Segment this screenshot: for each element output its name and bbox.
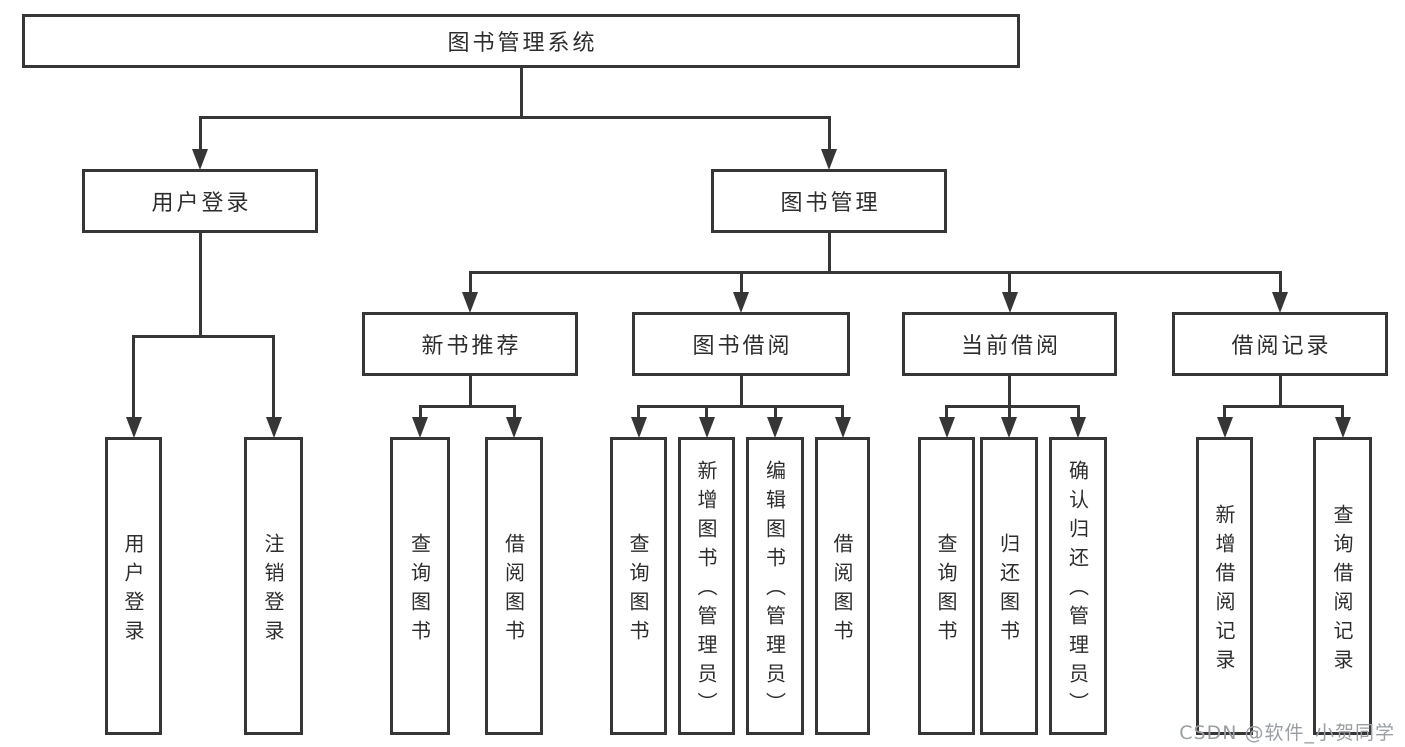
node-label-leaf-return-book: 归还图书 (996, 532, 1021, 649)
connector-line-vertical (841, 406, 844, 424)
node-label-leaf-query-book-3: 查询图书 (934, 532, 958, 649)
arrow-down-icon (1001, 292, 1018, 313)
arrow-down-icon (462, 292, 478, 313)
node-leaf-query-book-1: 查询图书 (390, 437, 450, 735)
node-leaf-query-book-2: 查询图书 (610, 437, 667, 735)
connector-line-horizontal (418, 404, 516, 408)
connector-line-vertical (1223, 406, 1226, 424)
arrow-down-icon (265, 417, 282, 438)
node-current-borrow: 当前借阅 (902, 312, 1117, 376)
node-label-leaf-query-record: 查询借阅记录 (1330, 503, 1354, 678)
node-leaf-borrow-book-1: 借阅图书 (485, 437, 543, 735)
node-label-leaf-borrow-book-1: 借阅图书 (501, 532, 526, 649)
arrow-down-icon (1070, 417, 1086, 438)
connector-line-vertical (705, 406, 708, 424)
connector-line-vertical (1341, 406, 1344, 424)
connector-line-horizontal (132, 334, 275, 338)
arrow-down-icon (1272, 292, 1288, 313)
connector-line-vertical (1278, 272, 1282, 299)
connector-line-vertical (132, 336, 135, 424)
node-label-leaf-add-record: 新增借阅记录 (1212, 503, 1236, 678)
node-leaf-add-record: 新增借阅记录 (1196, 437, 1253, 735)
connector-line-vertical (739, 272, 743, 299)
arrow-down-icon (733, 292, 749, 313)
connector-line-vertical (773, 406, 777, 424)
node-leaf-query-book-3: 查询图书 (918, 437, 975, 735)
node-label-root: 图书管理系统 (447, 31, 598, 56)
node-label-borrow-records: 借阅记录 (1231, 334, 1332, 359)
node-label-leaf-edit-book: 编辑图书（管理员） (762, 460, 787, 721)
arrow-down-icon (1334, 417, 1351, 438)
connector-line-vertical (1007, 406, 1011, 424)
watermark-text: CSDN @软件_小贺同学 (1179, 722, 1395, 744)
node-label-current-borrow: 当前借阅 (960, 334, 1061, 359)
node-user-login: 用户登录 (82, 169, 318, 233)
node-label-leaf-logout: 注销登录 (261, 532, 285, 649)
arrow-down-icon (192, 149, 208, 170)
connector-line-horizontal (468, 270, 1282, 274)
arrow-down-icon (767, 417, 783, 438)
connector-line-vertical (468, 272, 472, 299)
arrow-down-icon (938, 417, 955, 438)
node-leaf-confirm-return: 确认归还（管理员） (1049, 437, 1107, 735)
connector-line-horizontal (637, 404, 844, 408)
connector-line-vertical (468, 375, 472, 406)
node-borrow-records: 借阅记录 (1172, 312, 1388, 376)
connector-line-vertical (1076, 406, 1080, 424)
node-leaf-return-book: 归还图书 (980, 437, 1038, 735)
node-label-new-book-rec: 新书推荐 (421, 334, 522, 359)
node-leaf-logout: 注销登录 (244, 437, 303, 735)
node-root: 图书管理系统 (22, 14, 1020, 68)
connector-line-horizontal (198, 115, 831, 119)
node-label-book-mgmt: 图书管理 (780, 191, 881, 216)
arrow-down-icon (125, 417, 142, 438)
arrow-down-icon (412, 417, 428, 438)
connector-line-vertical (1008, 272, 1011, 299)
arrow-down-icon (1216, 417, 1233, 438)
connector-line-vertical (739, 375, 743, 406)
connector-line-horizontal (945, 404, 1080, 408)
arrow-down-icon (834, 417, 851, 438)
node-label-leaf-query-book-2: 查询图书 (626, 532, 650, 649)
connector-line-vertical (637, 406, 640, 424)
arrow-down-icon (506, 417, 522, 438)
arrow-down-icon (698, 417, 715, 438)
connector-line-vertical (1278, 375, 1282, 406)
connector-line-vertical (512, 406, 516, 424)
arrow-down-icon (1001, 417, 1017, 438)
node-label-leaf-query-book-1: 查询图书 (407, 532, 432, 649)
node-label-book-borrow: 图书借阅 (692, 334, 793, 359)
connector-line-vertical (827, 117, 831, 156)
node-label-leaf-user-login: 用户登录 (121, 532, 145, 649)
connector-line-vertical (198, 117, 202, 156)
node-label-leaf-add-book: 新增图书（管理员） (694, 460, 718, 721)
node-leaf-borrow-book-2: 借阅图书 (815, 437, 870, 735)
connector-line-vertical (418, 406, 422, 424)
node-leaf-add-book: 新增图书（管理员） (678, 437, 735, 735)
connector-line-vertical (1008, 375, 1011, 406)
arrow-down-icon (630, 417, 647, 438)
connector-line-vertical (272, 336, 275, 424)
connector-line-vertical (519, 67, 523, 117)
node-label-user-login: 用户登录 (151, 191, 252, 216)
connector-line-horizontal (1223, 404, 1344, 408)
node-leaf-edit-book: 编辑图书（管理员） (746, 437, 804, 735)
arrow-down-icon (821, 149, 837, 170)
node-label-leaf-confirm-return: 确认归还（管理员） (1065, 460, 1090, 721)
connector-line-vertical (827, 232, 831, 272)
connector-line-vertical (198, 232, 202, 336)
node-leaf-user-login: 用户登录 (105, 437, 162, 735)
node-book-mgmt: 图书管理 (711, 169, 947, 233)
connector-line-vertical (945, 406, 948, 424)
node-book-borrow: 图书借阅 (632, 312, 850, 376)
node-label-leaf-borrow-book-2: 借阅图书 (830, 532, 854, 649)
node-new-book-rec: 新书推荐 (362, 312, 578, 376)
node-leaf-query-record: 查询借阅记录 (1313, 437, 1372, 735)
